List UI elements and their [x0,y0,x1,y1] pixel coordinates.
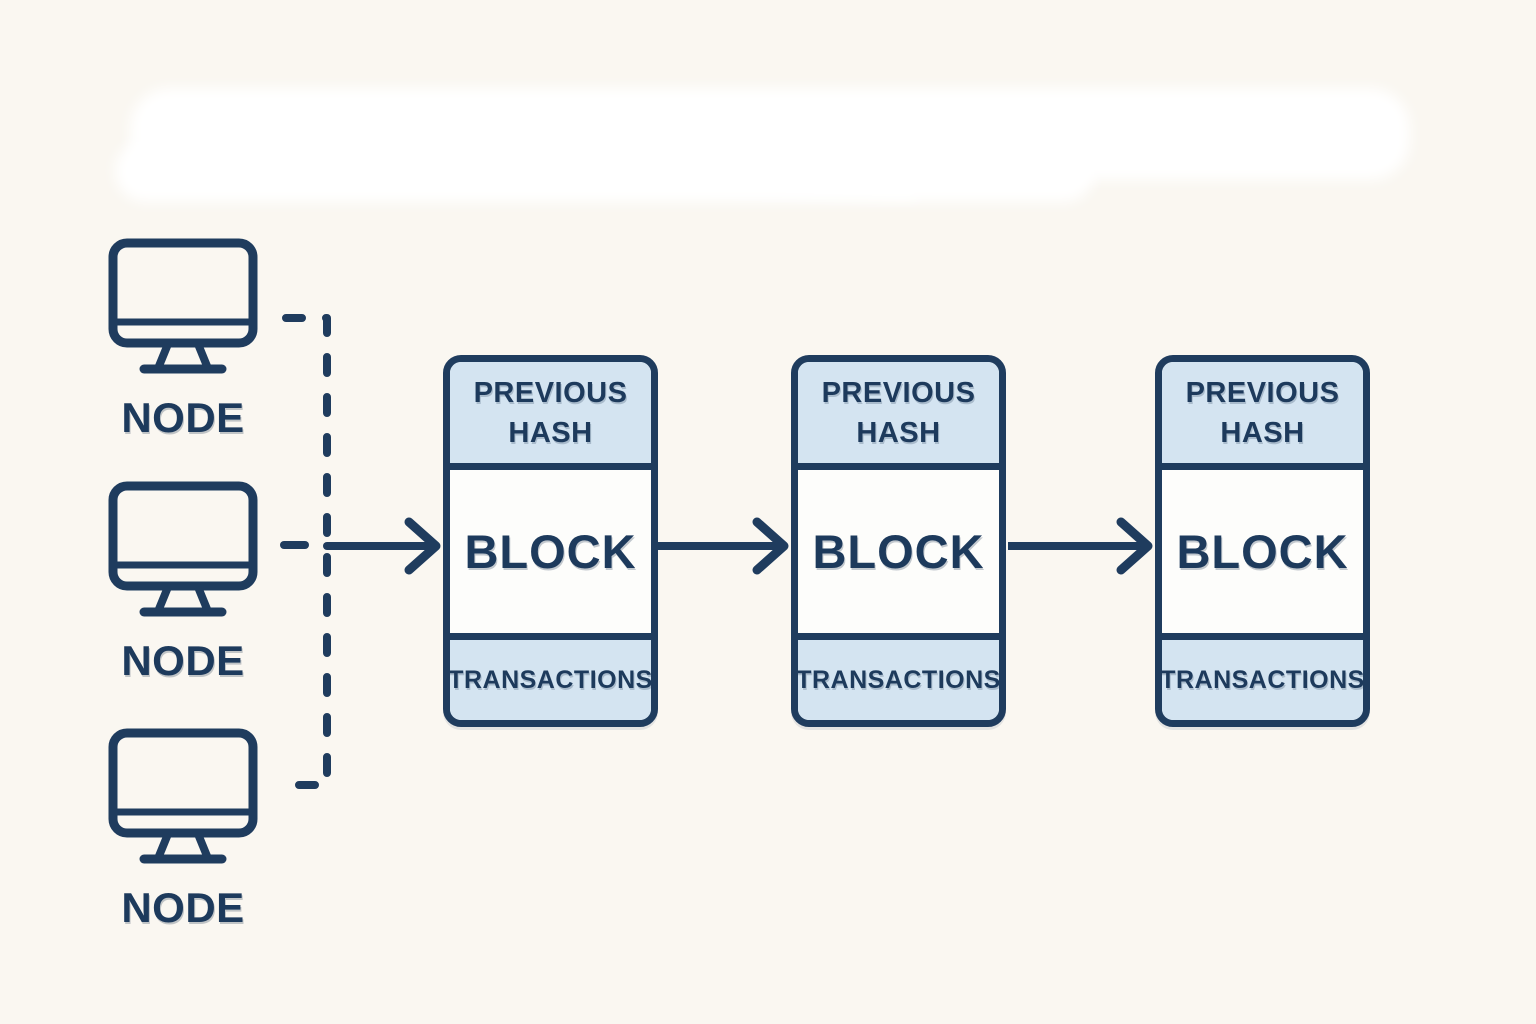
dashed-node-bracket-line [282,314,331,789]
node-label: NODE [121,394,245,441]
network-node-3: NODE [95,728,271,932]
desktop-computer-icon [108,728,258,864]
arrow-block-2-to-block-3 [1008,517,1153,575]
block-title: BLOCK [1176,525,1349,578]
block-title: BLOCK [812,525,985,578]
transactions-section: TRANSACTIONS [450,633,651,720]
network-node-1: NODE [95,238,271,442]
blockchain-block-1: PREVIOUS HASH BLOCK TRANSACTIONS [443,355,658,727]
right-arrowhead-icon [404,517,441,575]
transactions-section: TRANSACTIONS [1162,633,1363,720]
previous-hash-section: PREVIOUS HASH [1162,362,1363,470]
node-label: NODE [121,637,245,684]
node-label: NODE [121,884,245,931]
blockchain-block-2: PREVIOUS HASH BLOCK TRANSACTIONS [791,355,1006,727]
desktop-computer-icon [108,481,258,617]
right-arrowhead-icon [1116,517,1153,575]
desktop-computer-icon [108,238,258,374]
network-node-2: NODE [95,481,271,685]
transactions-section: TRANSACTIONS [798,633,999,720]
arrow-nodes-to-block-1 [323,517,441,575]
blockchain-block-3: PREVIOUS HASH BLOCK TRANSACTIONS [1155,355,1370,727]
previous-hash-section: PREVIOUS HASH [450,362,651,470]
arrow-block-1-to-block-2 [658,517,789,575]
block-title: BLOCK [464,525,637,578]
previous-hash-section: PREVIOUS HASH [798,362,999,470]
right-arrowhead-icon [752,517,789,575]
